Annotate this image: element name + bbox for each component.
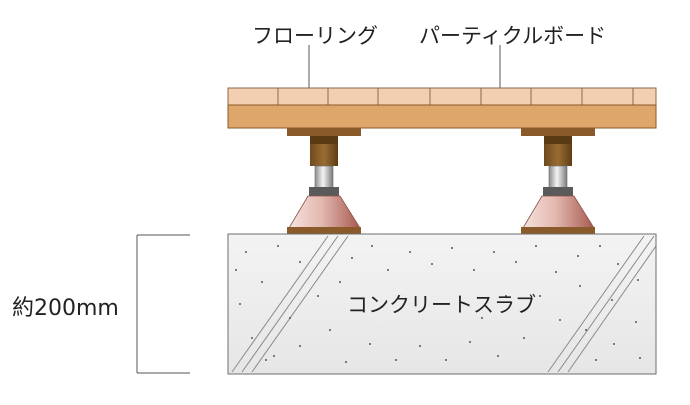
support-leg-left — [287, 128, 361, 234]
concrete-slab — [227, 233, 657, 375]
thickness-label: 約200mm — [12, 296, 119, 321]
flooring-label: フローリング — [252, 24, 378, 48]
concrete-slab-label: コンクリートスラブ — [347, 293, 536, 317]
thickness-bracket — [136, 234, 190, 374]
support-leg-right — [521, 128, 595, 234]
particle-board-layer — [227, 104, 657, 129]
flooring-layer — [227, 87, 657, 106]
particle-board-label: パーティクルボード — [419, 24, 607, 48]
